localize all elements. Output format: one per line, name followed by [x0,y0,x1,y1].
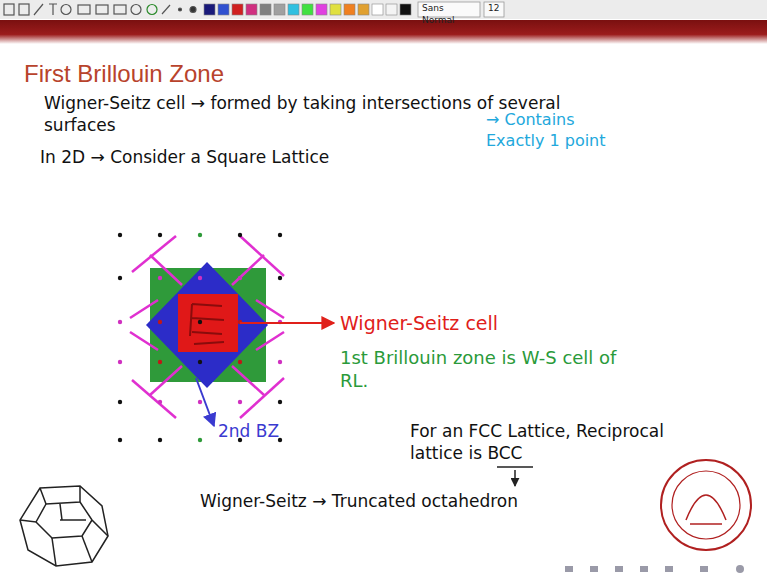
callout-label: 1st Brillouin zone is W-S cell of RL. [340,346,640,393]
slide-banner [0,20,767,44]
color-palette [204,4,411,15]
lattice-dot [198,438,202,442]
nav-icons [565,565,744,573]
note-text: Wigner-Seitz → Truncated octahedron [200,490,620,512]
lattice-dot [198,400,202,404]
toolbar [0,0,767,19]
lattice-dot [238,360,242,364]
leader-line [196,378,214,426]
lattice-dot [198,360,202,364]
lattice-dot [278,360,282,364]
lattice-dot [238,276,242,280]
institute-logo [661,460,751,550]
truncated-octahedron [20,486,108,566]
first-zone-diamond [146,262,268,388]
size-field [484,2,504,17]
lattice-dots [118,233,282,442]
lattice-dot [158,320,162,324]
lattice-dot [118,438,122,442]
lattice-dot [118,400,122,404]
lattice-dot [158,276,162,280]
lattice-dot [118,233,122,237]
lattice-illustration [118,233,284,442]
callout-label: 2nd BZ [218,420,338,442]
wigner-seitz-square [178,294,238,352]
lattice-dot [198,233,202,237]
callout-label: Wigner-Seitz cell [340,311,600,336]
lattice-dot [158,438,162,442]
font-size: 12 [488,3,502,15]
lattice-dot [118,276,122,280]
toolbar-icons [4,4,196,15]
lattice-dot [278,233,282,237]
leader-line [240,322,334,324]
lattice-dot [238,400,242,404]
lattice-dot [118,360,122,364]
lattice-dot [158,360,162,364]
lattice-dot [118,320,122,324]
lattice-dot [198,320,202,324]
lattice-dot [158,233,162,237]
hatching [190,304,224,344]
underline-arrow [497,467,533,486]
lattice-dot [238,233,242,237]
lattice-dot [278,276,282,280]
slide-title: First Brillouin Zone [24,58,224,89]
lattice-dot [278,400,282,404]
font-name: Sans Normal [422,3,478,26]
lattice-dot [198,276,202,280]
bragg-lines [130,236,284,418]
note-text: In 2D → Consider a Square Lattice [40,146,460,168]
lattice-dot [158,400,162,404]
note-text: → Contains Exactly 1 point [486,110,636,152]
note-text: For an FCC Lattice, Reciprocal lattice i… [410,420,710,464]
